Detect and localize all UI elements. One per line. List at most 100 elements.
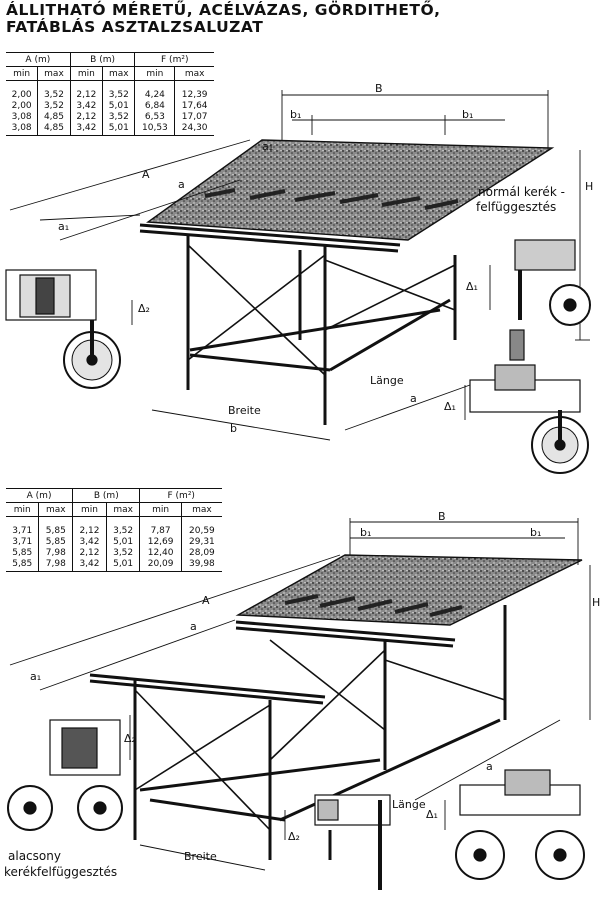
table-cell: 2,12 (72, 516, 107, 536)
table-cell: 6,84 (134, 100, 175, 111)
table-cell: 7,87 (139, 516, 182, 536)
table-cell: 6,53 (134, 111, 175, 122)
table-cell: 5,01 (105, 536, 140, 547)
sub-header: max (105, 502, 140, 517)
table-cell: 3,52 (37, 100, 71, 111)
label-b1-right-2: b₁ (530, 526, 541, 539)
label-breite-1: Breite (228, 404, 261, 417)
table-cell: 3,08 (11, 111, 32, 122)
sub-header: min (139, 502, 182, 517)
wheel-detail-right-2 (455, 769, 585, 880)
sub-header: min (6, 502, 39, 517)
title-line-1: ÁLLITHATÓ MÉRETŰ, ACÉLVÁZAS, GÖRDITHETŐ, (6, 1, 441, 19)
table-cell: 7,98 (38, 558, 73, 572)
label-a-lower-2: a (486, 760, 493, 773)
note-low-line2: kerékfelfüggesztés (4, 865, 117, 879)
label-a-upper-2: a (190, 620, 197, 633)
table-cell: 2,00 (11, 89, 32, 100)
col-group-a: A (m) (6, 52, 71, 67)
col-group-f: F (m²) (134, 52, 214, 67)
label-delta1-lower: Δ₁ (444, 400, 456, 413)
wheel-detail-left-1 (5, 269, 121, 389)
table-cell: 17,64 (174, 100, 214, 111)
table-cell: 3,42 (72, 536, 107, 547)
table-row: 3,08 4,85 2,12 3,52 6,53 17,07 (6, 111, 214, 122)
diagram-low-wheel (7, 518, 591, 890)
note-normal-line2: felfüggesztés (476, 200, 556, 214)
table-cell: 3,52 (105, 516, 140, 536)
table-row: 3,08 4,85 3,42 5,01 10,53 24,30 (6, 122, 214, 136)
table-cell: 3,52 (37, 80, 71, 100)
sub-header: max (174, 66, 214, 81)
sub-header: max (102, 66, 135, 81)
table-cell: 3,52 (102, 80, 135, 100)
diagram-normal-wheel (5, 90, 591, 474)
frame-bracing (187, 244, 456, 376)
sub-header: max (38, 502, 73, 517)
table-cell: 3,71 (12, 536, 33, 547)
frame-beams-2 (89, 620, 501, 822)
table-cell: 2,12 (69, 80, 103, 100)
table-cell: 28,09 (180, 547, 222, 558)
table-cell: 17,07 (174, 111, 214, 122)
label-b1-left-2: b₁ (360, 526, 371, 539)
table-cell: 29,31 (180, 536, 222, 547)
table-cell: 20,09 (139, 558, 182, 572)
label-b1-right: b₁ (462, 108, 473, 121)
table-cell: 3,52 (105, 547, 140, 558)
table-cell: 3,42 (72, 558, 107, 572)
table-cell: 3,71 (12, 525, 33, 536)
label-delta1-2: Δ₁ (426, 808, 438, 821)
sub-header: min (6, 66, 38, 81)
table-cell: 24,30 (174, 122, 214, 136)
table-cell: 4,85 (37, 122, 71, 136)
formwork-deck-2 (235, 554, 583, 626)
frame-legs-2 (133, 605, 507, 860)
col-group-a: A (m) (6, 488, 73, 503)
table-cell: 2,12 (72, 547, 107, 558)
label-lange-2: Länge (392, 798, 426, 811)
sub-header: min (69, 66, 103, 81)
label-breite-2: Breite (184, 850, 217, 863)
table-cell: 5,01 (102, 100, 135, 111)
dimension-table-low: A (m) B (m) F (m²) min max min max min m… (6, 488, 222, 572)
title-line-2: FATÁBLÁS ASZTALZSALUZAT (6, 18, 264, 36)
col-group-f: F (m²) (139, 488, 222, 503)
table-cell: 10,53 (134, 122, 175, 136)
note-low-line1: alacsony (8, 849, 61, 863)
wheel-detail-mid-2 (314, 794, 391, 890)
labels-2: B b₁ b₁ A a a₁ H Δ₂ Δ₂ Δ₁ a Länge Breite… (4, 510, 600, 879)
table-cell: 5,85 (38, 516, 73, 536)
frame-bracing-2 (134, 639, 506, 831)
table-row: 2,00 3,52 3,42 5,01 6,84 17,64 (6, 100, 214, 111)
deck-beams (204, 188, 459, 210)
label-a-upper: a (178, 178, 185, 191)
frame-beams (139, 223, 451, 372)
table-cell: 4,85 (37, 111, 71, 122)
label-delta2-left: Δ₂ (124, 732, 136, 745)
table-cell: 5,85 (12, 547, 33, 558)
label-a1-2: a₁ (30, 670, 41, 683)
dimension-table-normal: A (m) B (m) F (m²) min max min max min m… (6, 52, 214, 136)
sub-header: max (37, 66, 71, 81)
sub-header: min (72, 502, 107, 517)
labels-1: B b₁ b₁ a₁ A a a₁ H Δ₁ Δ₁ Δ₂ Breite b Lä… (58, 82, 593, 435)
table-cell: 3,08 (6, 122, 38, 136)
label-a1-left: a₁ (58, 220, 69, 233)
label-B: B (375, 82, 383, 95)
col-group-b: B (m) (69, 52, 135, 67)
table-row: 5,85 7,98 3,42 5,01 20,09 39,98 (6, 558, 222, 572)
wheel-detail-right-lower (469, 364, 589, 474)
label-B-2: B (438, 510, 446, 523)
table-cell: 5,85 (38, 536, 73, 547)
label-a1-top: a₁ (262, 140, 273, 153)
table-cell: 5,85 (6, 558, 39, 572)
table-cell: 39,98 (180, 558, 222, 572)
label-H-2: H (592, 596, 600, 609)
table-row: 5,85 7,98 2,12 3,52 12,40 28,09 (6, 547, 222, 558)
dimension-lines-1 (9, 90, 590, 441)
sub-header: min (134, 66, 175, 81)
label-b1-left: b₁ (290, 108, 301, 121)
table-cell: 20,59 (180, 516, 222, 536)
